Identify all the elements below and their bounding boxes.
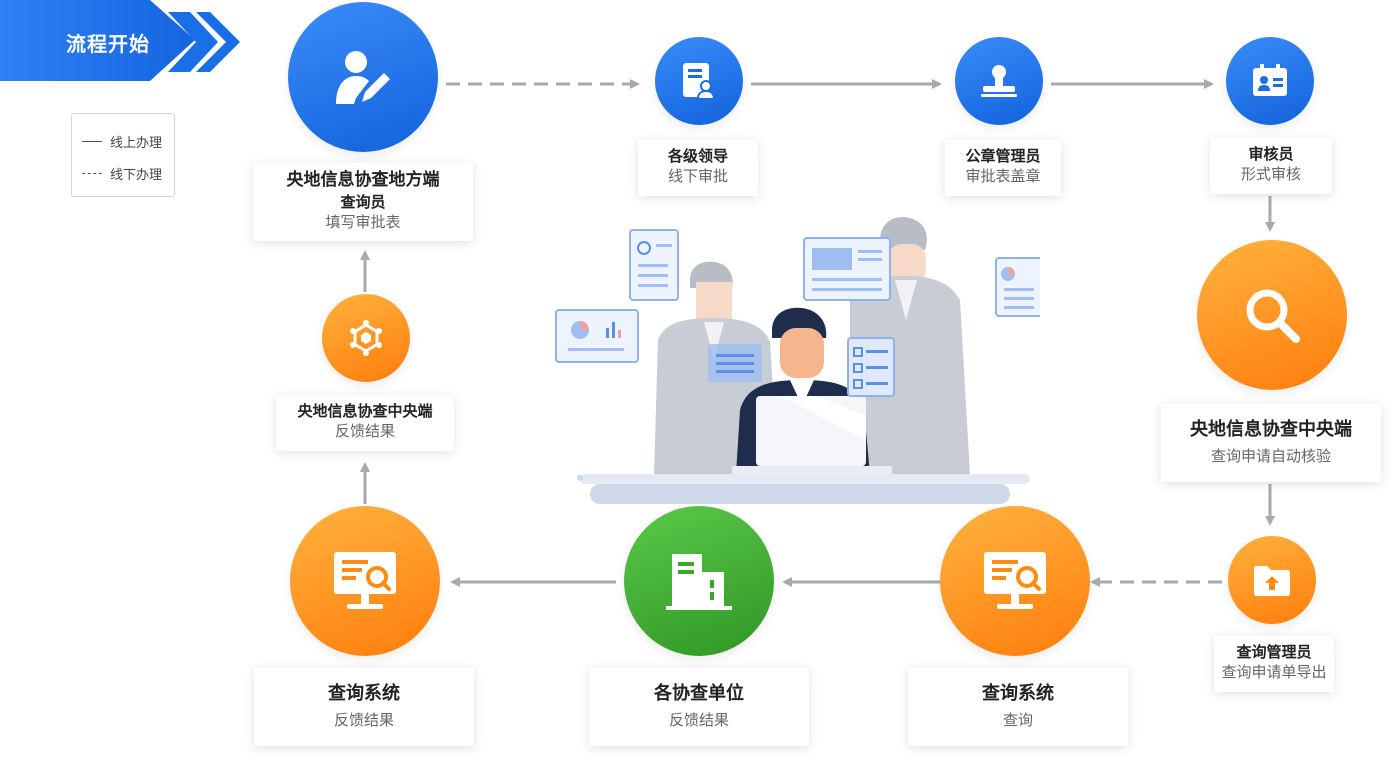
query-system-left-card: 查询系统 反馈结果 (254, 668, 474, 746)
local-querier-circle (288, 2, 438, 152)
monitor-search-icon (984, 552, 1046, 609)
checklist-card-icon (847, 337, 895, 397)
standing-person-right (850, 216, 970, 474)
reviewer-subtitle: 形式审核 (1240, 165, 1301, 184)
search-list-card-icon (629, 229, 679, 301)
legend: 线上办理 线下办理 (71, 113, 175, 197)
central-feedback-title: 央地信息协查中央端 (297, 402, 433, 420)
folder-upload-icon (1254, 566, 1290, 596)
query-system-right-circle (940, 506, 1090, 656)
units-circle (624, 506, 774, 656)
chat-bubble-icon (708, 344, 762, 382)
query-system-left-circle (290, 506, 440, 656)
search-icon (1246, 289, 1300, 343)
monitor-search-icon (334, 552, 396, 609)
laptop-icon (732, 396, 892, 474)
central-feedback-card: 央地信息协查中央端 反馈结果 (276, 395, 454, 451)
reviewer-title: 审核员 (1248, 145, 1294, 163)
seal-admin-circle (955, 37, 1043, 125)
hexagon-network-icon (350, 320, 382, 356)
query-admin-title: 查询管理员 (1236, 643, 1312, 661)
solid-line-swatch (82, 141, 102, 142)
seal-admin-title: 公章管理员 (965, 147, 1041, 165)
central-feedback-circle (322, 294, 410, 382)
leaders-title: 各级领导 (667, 147, 728, 165)
central-verify-title: 央地信息协查中央端 (1190, 419, 1352, 440)
building-icon (666, 554, 732, 610)
seal-admin-subtitle: 审批表盖章 (965, 167, 1041, 186)
units-subtitle: 反馈结果 (668, 711, 729, 730)
leaders-subtitle: 线下审批 (667, 167, 728, 186)
stamp-icon (981, 65, 1017, 97)
reviewer-circle (1226, 37, 1314, 125)
local-querier-role: 查询员 (340, 192, 386, 211)
legend-online: 线上办理 (82, 132, 162, 151)
start-label: 流程开始 (66, 32, 150, 56)
dashed-line-swatch (82, 173, 102, 174)
units-title: 各协查单位 (654, 683, 744, 704)
chevron-right-icon (168, 12, 218, 72)
leaders-card: 各级领导 线下审批 (638, 140, 758, 196)
query-system-right-card: 查询系统 查询 (908, 668, 1128, 746)
units-card: 各协查单位 反馈结果 (589, 668, 809, 746)
start-banner (0, 0, 195, 81)
legend-offline: 线下办理 (82, 164, 162, 183)
central-verify-card: 央地信息协查中央端 查询申请自动核验 (1161, 404, 1381, 482)
central-verify-subtitle: 查询申请自动核验 (1210, 447, 1331, 466)
local-querier-card: 央地信息协查地方端 查询员 填写审批表 (253, 163, 473, 241)
seal-admin-card: 公章管理员 审批表盖章 (945, 140, 1061, 196)
chevron-right-icon (196, 12, 240, 72)
query-system-left-subtitle: 反馈结果 (333, 711, 394, 730)
reviewer-card: 审核员 形式审核 (1210, 138, 1332, 194)
local-querier-subtitle: 填写审批表 (325, 213, 401, 232)
query-admin-card: 查询管理员 查询申请单导出 (1214, 636, 1334, 692)
legend-online-label: 线上办理 (110, 136, 163, 151)
leaders-circle (655, 37, 743, 125)
query-system-right-title: 查询系统 (982, 683, 1054, 704)
report-card-icon (995, 257, 1040, 317)
pie-chart-card-icon (555, 309, 639, 363)
id-card-icon (1253, 64, 1287, 96)
user-edit-icon (336, 51, 390, 104)
local-querier-title: 央地信息协查地方端 (286, 170, 440, 190)
query-admin-circle (1228, 536, 1316, 624)
office-team-illustration (555, 216, 1040, 504)
central-verify-circle (1197, 240, 1347, 390)
query-system-right-subtitle: 查询 (1002, 711, 1033, 730)
central-feedback-subtitle: 反馈结果 (334, 422, 395, 441)
dashboard-card-icon (803, 237, 891, 301)
legend-offline-label: 线下办理 (110, 168, 163, 183)
document-user-icon (683, 63, 716, 100)
query-system-left-title: 查询系统 (328, 683, 400, 704)
query-admin-subtitle: 查询申请单导出 (1221, 663, 1327, 682)
